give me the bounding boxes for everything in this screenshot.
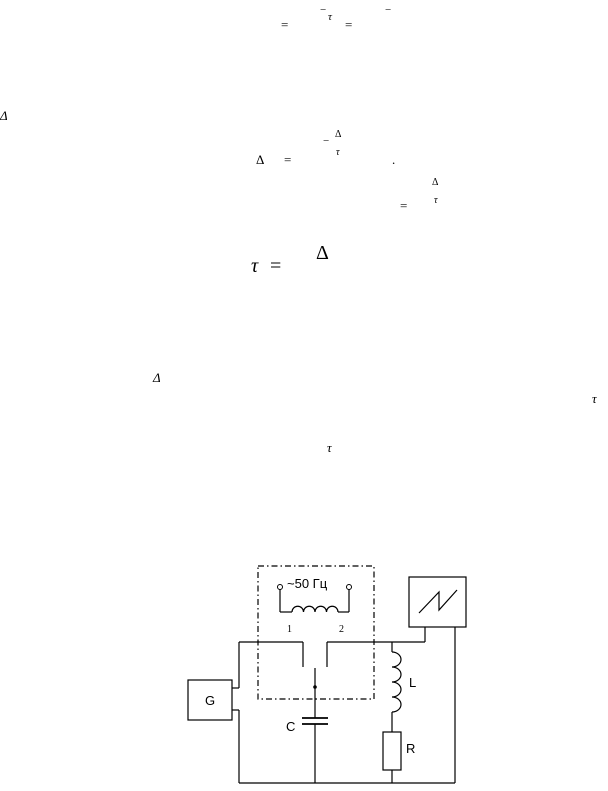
resistor-icon [382, 731, 402, 771]
formula1-minus-superscript: − [320, 4, 327, 16]
formula3-exponent-delta: Δ [432, 177, 439, 188]
generator-label: G [205, 693, 216, 708]
margin-delta: Δ [0, 108, 8, 123]
sawtooth-trace-icon [418, 589, 458, 614]
formula1-equals-2: = [345, 17, 353, 32]
formula4-equals: = [270, 255, 282, 277]
formula1-tau-superscript: τ [328, 11, 332, 23]
formula2-period: . [392, 152, 396, 167]
contact-2-label: 2 [339, 624, 344, 635]
relay-coil-icon [291, 605, 339, 613]
generator-box [187, 679, 233, 721]
contact-1-label: 1 [287, 624, 292, 635]
terminal-right-icon [346, 584, 352, 590]
formula3-equals: = [400, 198, 408, 213]
formula1-minus-superscript-2: − [385, 4, 392, 16]
capacitor-label: C [286, 719, 296, 734]
formula2-equals: = [284, 152, 292, 167]
formula2-minus-superscript: − [323, 135, 330, 147]
paragraph-tau-right: τ [592, 391, 597, 406]
inductor-label: L [409, 675, 417, 690]
formula2-exponent-tau: τ [336, 147, 340, 158]
formula3-exponent-tau: τ [434, 195, 438, 206]
paragraph-delta: Δ [153, 370, 161, 385]
junction-dot-icon [313, 685, 317, 689]
formula4-tau: τ [251, 255, 259, 277]
resistor-label: R [406, 741, 416, 756]
formula1-equals: = [281, 17, 289, 32]
formula2-exponent-delta: Δ [335, 129, 342, 140]
terminal-left-icon [277, 584, 283, 590]
source-frequency-label: ~50 Гц [287, 576, 328, 591]
relay-enclosure [257, 565, 375, 700]
paragraph-tau: τ [327, 440, 332, 455]
inductor-icon [391, 651, 402, 713]
oscilloscope-box [408, 576, 467, 628]
formula2-delta: Δ [256, 152, 265, 167]
formula4-delta: Δ [316, 242, 329, 264]
